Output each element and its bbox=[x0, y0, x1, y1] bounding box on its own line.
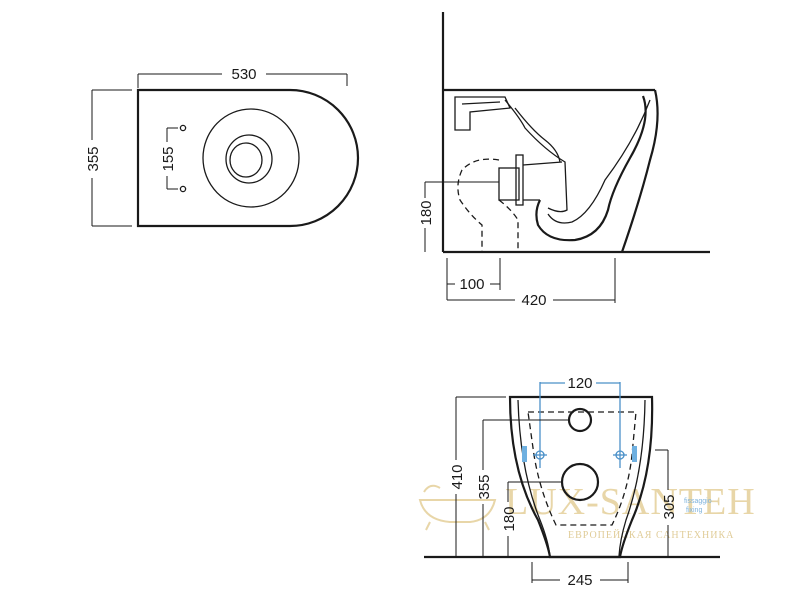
side-view-outlet-connector bbox=[498, 167, 520, 201]
dim-label-305: 305 bbox=[661, 494, 678, 519]
front-view-body-outline bbox=[508, 395, 654, 559]
top-view-bowl bbox=[202, 108, 300, 208]
side-view-drain-dashed bbox=[498, 199, 519, 252]
side-view-flush-inlet-inner bbox=[461, 101, 501, 105]
side-view-channel-inner bbox=[514, 107, 561, 163]
watermark-tagline: ЕВРОПЕЙСКАЯ САНТЕХНИКА bbox=[568, 529, 734, 541]
dim-label-180-front: 180 bbox=[501, 506, 518, 531]
dim-label-410: 410 bbox=[449, 464, 466, 489]
side-view-outer-profile bbox=[620, 89, 659, 253]
dim-label-245: 245 bbox=[567, 572, 592, 589]
top-view-drain-inner bbox=[229, 142, 263, 178]
dim-label-530: 530 bbox=[231, 66, 256, 83]
dim-label-100: 100 bbox=[459, 276, 484, 293]
top-view-fixing-hole bbox=[179, 185, 187, 193]
side-view-trap-inner bbox=[547, 99, 651, 224]
dim-label-420: 420 bbox=[521, 292, 546, 309]
dim-label-120: 120 bbox=[567, 375, 592, 392]
fixing-bolt-right bbox=[613, 382, 637, 468]
side-view-channel bbox=[504, 99, 568, 213]
fixing-note-line2: fixing bbox=[686, 507, 702, 514]
front-view-inner-edge bbox=[618, 399, 646, 557]
dim-label-180: 180 bbox=[418, 200, 435, 225]
top-view-fixing-hole bbox=[179, 124, 187, 132]
side-view-outlet-pipe bbox=[522, 161, 563, 166]
watermark: LUX-SANTEH ЕВРОПЕЙСКАЯ САНТЕХНИКА bbox=[418, 481, 756, 541]
watermark-bathtub-logo bbox=[418, 484, 497, 531]
fixing-note-line1: fissaggio bbox=[684, 498, 712, 505]
side-view: 180 100 420 bbox=[418, 12, 710, 309]
top-view-drain-outer bbox=[225, 134, 273, 184]
watermark-brand: LUX-SANTEH bbox=[505, 481, 756, 523]
fixing-bolt-left bbox=[522, 382, 547, 468]
front-view: 120 fissaggio fixing 410 355 180 305 245 bbox=[424, 375, 720, 589]
side-view-outlet-flange bbox=[515, 154, 524, 206]
top-view-outline bbox=[136, 88, 360, 228]
side-view-flush-inlet bbox=[454, 96, 511, 131]
front-view-inner-edge bbox=[517, 399, 551, 557]
dim-label-155: 155 bbox=[160, 146, 177, 171]
side-view-drain-dashed bbox=[457, 158, 500, 252]
dim-label-355-front: 355 bbox=[476, 474, 493, 499]
side-view-bowl-profile bbox=[535, 95, 647, 242]
top-view: 530 355 155 bbox=[85, 66, 360, 228]
dim-label-355: 355 bbox=[85, 146, 102, 171]
front-view-cavity-dashed bbox=[527, 411, 637, 526]
